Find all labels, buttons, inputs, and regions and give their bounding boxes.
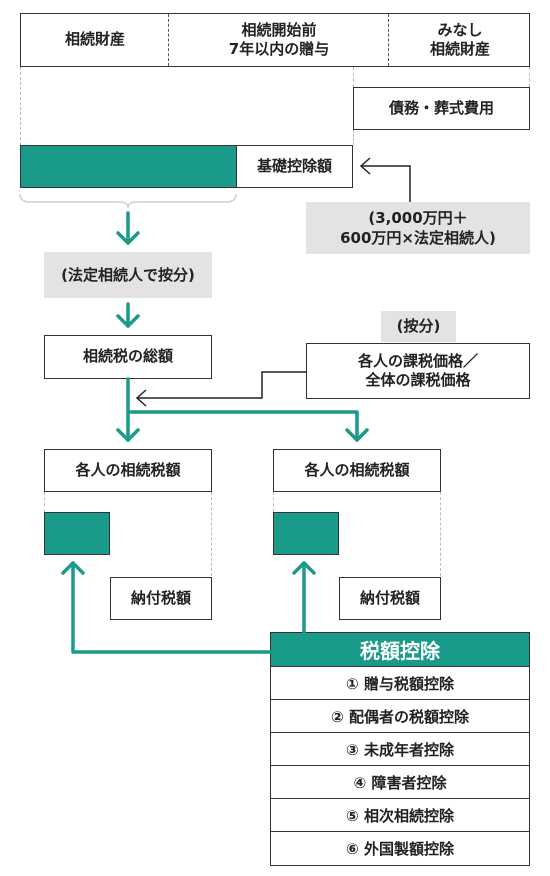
tax-credit-item: ⑥ 外国製額控除 bbox=[346, 840, 454, 858]
arrow-down bbox=[345, 428, 369, 442]
apportion-statutory-label: (法定相続人で按分) bbox=[44, 252, 212, 298]
basic-deduction-box: 基礎控除額 bbox=[236, 145, 353, 188]
tax-credit-item: ③ 未成年者控除 bbox=[271, 733, 529, 766]
total-inheritance-tax-box: 相続税の総額 bbox=[44, 335, 212, 379]
arrow-down bbox=[116, 231, 140, 245]
arrow-ratio-to-total bbox=[138, 371, 306, 399]
individual-tax-bar-left bbox=[44, 512, 110, 555]
tax-credits-title: 税額控除 bbox=[271, 633, 529, 667]
arrow-head bbox=[359, 157, 371, 175]
guide-line bbox=[529, 67, 530, 87]
arrow-up bbox=[292, 561, 316, 575]
apportion-ratio-box: 各人の課税価格／ 全体の課税価格 bbox=[306, 343, 530, 399]
guide-line bbox=[273, 492, 274, 512]
net-taxable-bar bbox=[20, 145, 237, 188]
arrow-up bbox=[61, 561, 85, 575]
credit-line-left bbox=[71, 561, 272, 654]
guide-line bbox=[353, 67, 354, 87]
debts-funeral-box: 債務・葬式費用 bbox=[353, 87, 530, 130]
guide-line bbox=[20, 67, 21, 145]
top-row-divider bbox=[388, 14, 389, 66]
apportion-label: (按分) bbox=[381, 311, 456, 342]
individual-tax-bar-right bbox=[273, 512, 339, 555]
payable-tax-box-left: 納付税額 bbox=[110, 577, 212, 620]
arrow-down bbox=[116, 314, 140, 328]
payable-tax-box-right: 納付税額 bbox=[339, 577, 441, 620]
guide-line bbox=[353, 130, 354, 145]
deemed-assets-label: みなし 相続財産 bbox=[429, 20, 490, 59]
basic-deduction-formula: (3,000万円＋ 600万円×法定相続人) bbox=[306, 202, 530, 254]
guide-line bbox=[440, 492, 441, 576]
top-row-divider bbox=[168, 14, 169, 66]
individual-tax-box-right: 各人の相続税額 bbox=[273, 449, 441, 492]
tax-credit-item: ① 贈与税額控除 bbox=[271, 667, 529, 700]
guide-line bbox=[211, 492, 212, 576]
tax-credits-panel: 税額控除 ① 贈与税額控除 ② 配偶者の税額控除 ③ 未成年者控除 ④ 障害者控… bbox=[270, 632, 530, 866]
gifts-within-7-years-label: 相続開始前 7年以内の贈与 bbox=[228, 20, 330, 59]
guide-line bbox=[44, 492, 45, 512]
tax-credit-item: ② 配偶者の税額控除 bbox=[271, 700, 529, 733]
tax-credits-list: ① 贈与税額控除 ② 配偶者の税額控除 ③ 未成年者控除 ④ 障害者控除 ⑤ 相… bbox=[271, 667, 529, 865]
arrow-head bbox=[135, 389, 147, 407]
inheritance-assets-label: 相続財産 bbox=[64, 30, 125, 49]
asset-categories-row: 相続財産 相続開始前 7年以内の贈与 みなし 相続財産 bbox=[20, 13, 530, 67]
tax-credit-item: ⑤ 相次相続控除 bbox=[271, 799, 529, 832]
brace bbox=[19, 193, 237, 209]
tax-credit-item: ④ 障害者控除 bbox=[271, 766, 529, 799]
arrow-formula-to-deduction bbox=[362, 165, 411, 202]
arrow-down bbox=[116, 428, 140, 442]
split-line bbox=[126, 410, 359, 442]
individual-tax-box-left: 各人の相続税額 bbox=[44, 449, 212, 492]
